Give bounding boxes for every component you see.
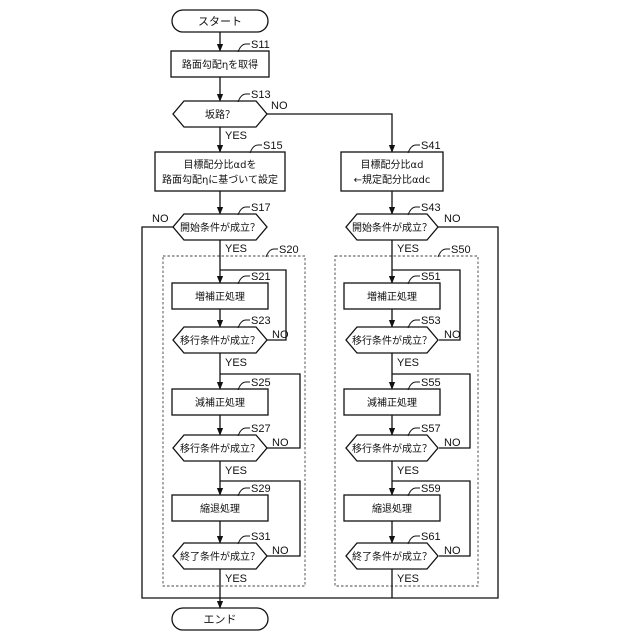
step-s21-text: 増補正処理 (195, 290, 245, 303)
decision-s23-text: 移行条件が成立？ (180, 334, 260, 347)
step-s15-text-2: 路面勾配ηに基づいて設定 (162, 173, 278, 186)
no-label-s43: NO (444, 213, 461, 225)
step-s55-text: 減補正処理 (367, 396, 417, 409)
decision-s43-text: 開始条件が成立？ (352, 221, 432, 234)
yes-label-s23: YES (225, 357, 247, 369)
step-s51-text: 増補正処理 (367, 290, 417, 303)
no-label-s23: NO (272, 329, 289, 341)
no-label-s27: NO (272, 437, 289, 449)
no-label-s31: NO (272, 545, 289, 557)
label-s21: S21 (251, 271, 271, 283)
yes-label-s27: YES (225, 465, 247, 477)
decision-s13-text: 坂路？ (205, 108, 235, 121)
label-s50: S50 (451, 244, 471, 256)
yes-label-s57: YES (397, 465, 419, 477)
label-s29: S29 (251, 483, 271, 495)
decision-s27-text: 移行条件が成立？ (180, 442, 260, 455)
label-s23: S23 (251, 315, 271, 327)
label-s13: S13 (251, 89, 271, 101)
yes-label-s17: YES (225, 243, 247, 255)
step-s29-text: 縮退処理 (200, 502, 240, 515)
decision-s53-text: 移行条件が成立？ (352, 334, 432, 347)
yes-label-s61: YES (397, 573, 419, 585)
start-label: スタート (198, 15, 242, 28)
label-s53: S53 (421, 315, 441, 327)
step-s11-text: 路面勾配ηを取得 (182, 58, 258, 71)
label-s43: S43 (421, 202, 441, 214)
decision-s31-text: 終了条件が成立？ (180, 550, 260, 563)
label-s31: S31 (251, 531, 271, 543)
step-s25-text: 減補正処理 (195, 396, 245, 409)
no-label-s61: NO (444, 545, 461, 557)
no-label-s13: NO (271, 100, 288, 112)
decision-s57-text: 移行条件が成立？ (352, 442, 432, 455)
yes-label-s43: YES (397, 243, 419, 255)
label-s57: S57 (421, 423, 441, 435)
step-s41-text-2: ←規定配分比αdc (354, 173, 431, 186)
decision-s17-text: 開始条件が成立？ (180, 221, 260, 234)
label-s41: S41 (421, 140, 441, 152)
label-s17: S17 (251, 202, 271, 214)
label-s51: S51 (421, 271, 441, 283)
step-s41-text-1: 目標配分比αd (361, 158, 424, 171)
label-s27: S27 (251, 423, 271, 435)
label-s15: S15 (263, 140, 283, 152)
no-label-s57: NO (444, 437, 461, 449)
label-s25: S25 (251, 377, 271, 389)
label-s11: S11 (251, 39, 270, 51)
step-s59-text: 縮退処理 (372, 502, 412, 515)
label-s59: S59 (421, 483, 441, 495)
label-s61: S61 (421, 531, 441, 543)
yes-label-s31: YES (225, 573, 247, 585)
decision-s61-text: 終了条件が成立？ (352, 550, 432, 563)
no-label-s53: NO (444, 329, 461, 341)
yes-label-s53: YES (397, 357, 419, 369)
step-s15-text-1: 目標配分比αdを (184, 158, 257, 171)
yes-label-s13: YES (225, 130, 247, 142)
end-label: エンド (204, 613, 237, 626)
label-s55: S55 (421, 377, 441, 389)
label-s20: S20 (279, 244, 299, 256)
no-label-s17: NO (152, 213, 169, 225)
